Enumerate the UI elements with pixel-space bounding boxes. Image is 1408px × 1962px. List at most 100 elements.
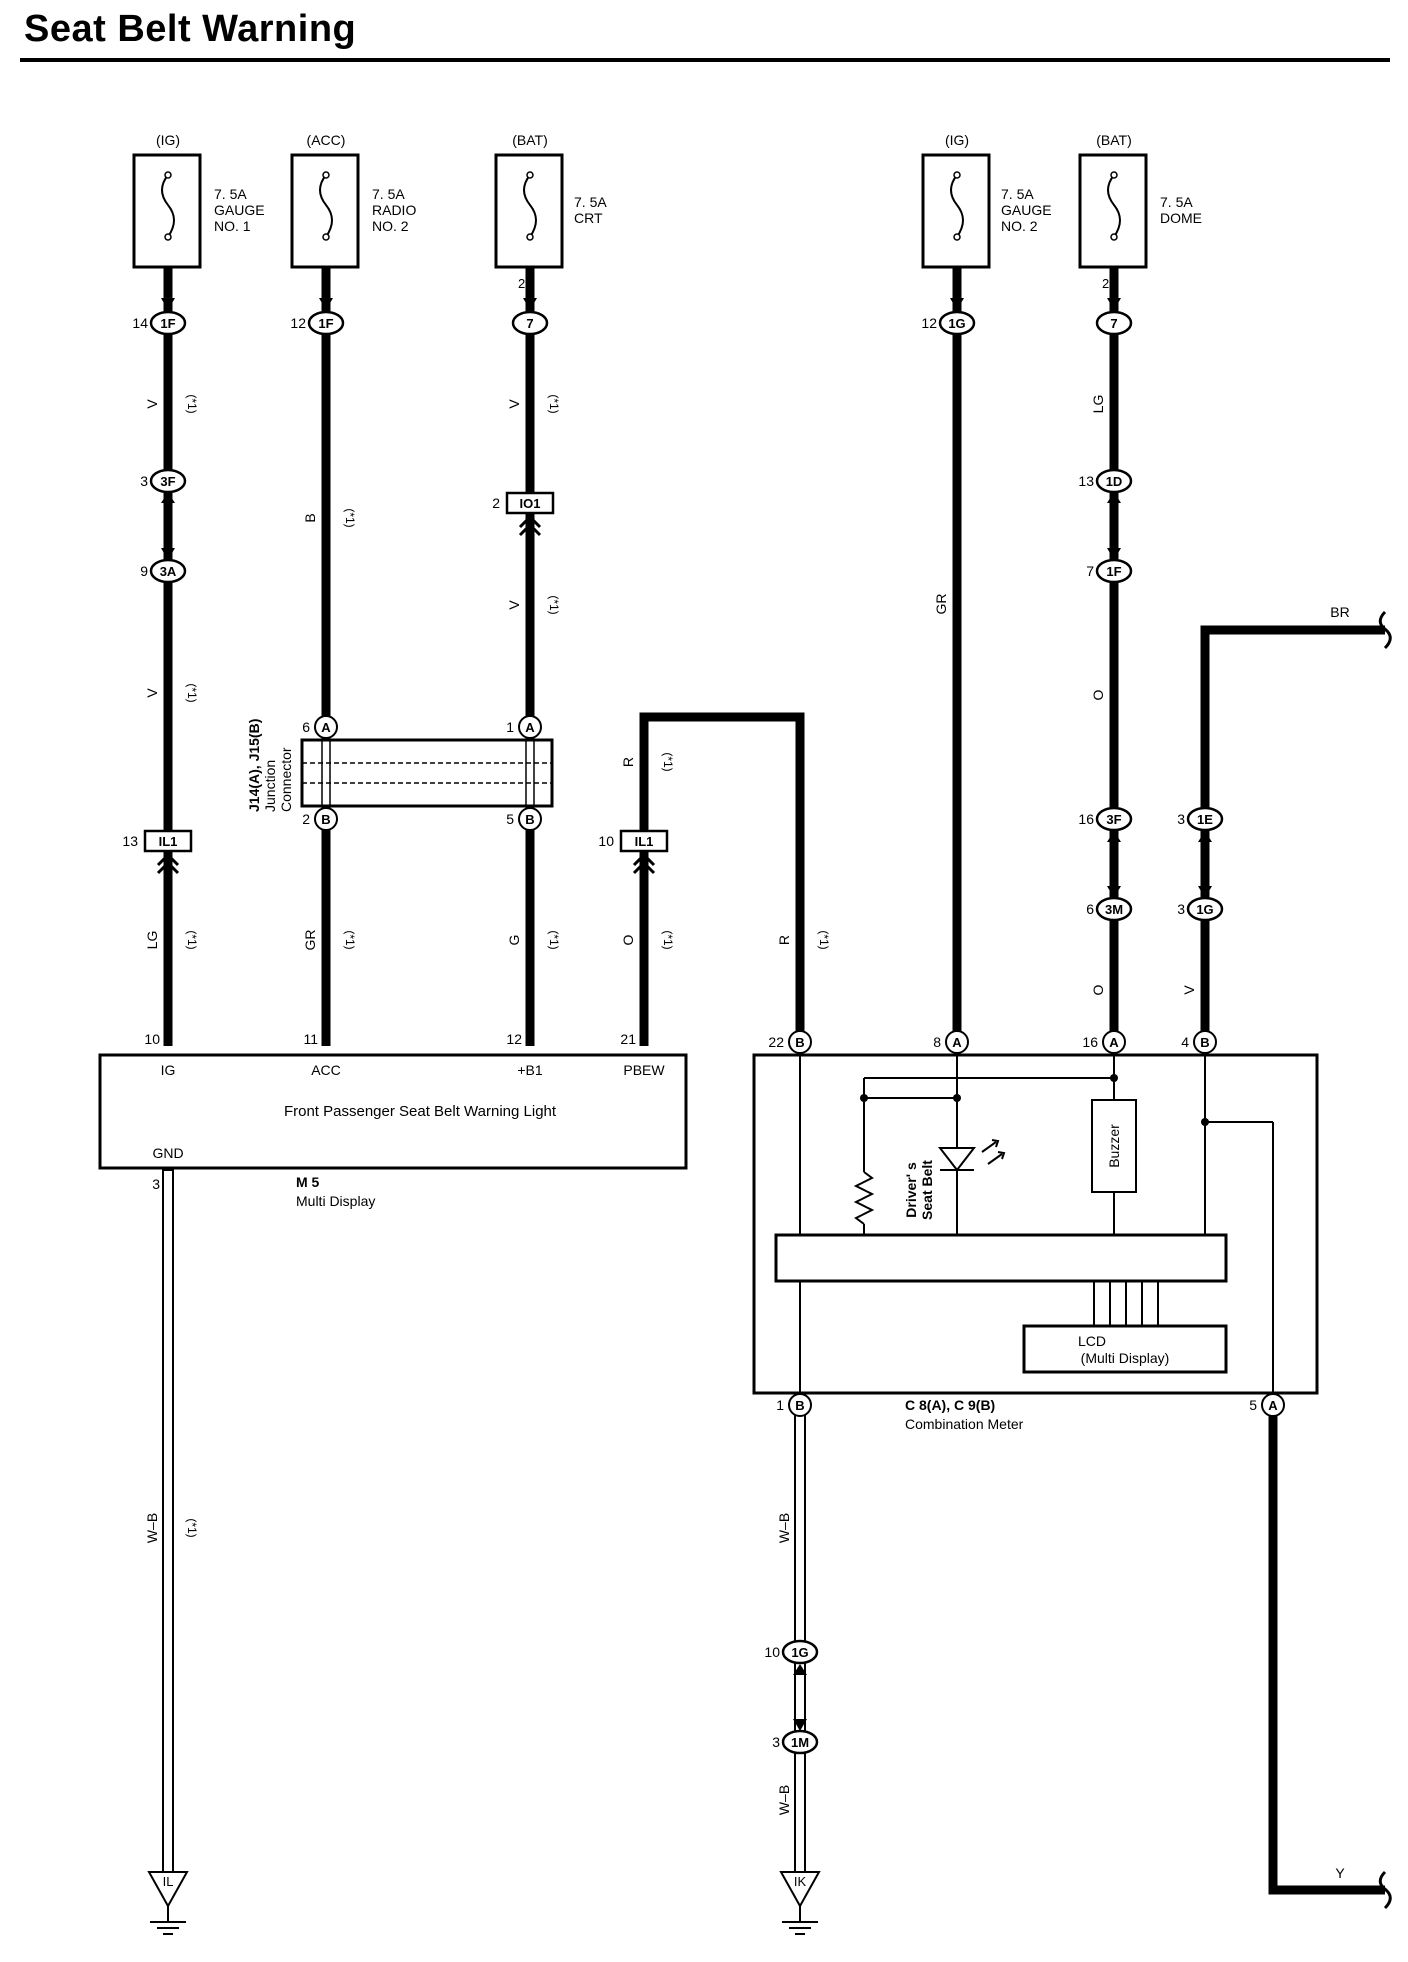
wire-note-6: (*1) bbox=[343, 930, 357, 949]
multi-display-box bbox=[98, 1053, 688, 1170]
title-underline bbox=[20, 58, 1390, 62]
wire-label-w4a: R bbox=[620, 757, 636, 767]
fuse-1-name2: NO. 1 bbox=[214, 218, 251, 234]
wire-label-w2b: GR bbox=[302, 930, 318, 951]
cm-name: Combination Meter bbox=[905, 1416, 1024, 1432]
fuse-3-pin: 2 bbox=[518, 276, 525, 291]
junction-pin-4-num: 5 bbox=[506, 811, 514, 827]
connector-oval-set bbox=[149, 310, 1224, 1755]
fuse-2-name2: NO. 2 bbox=[372, 218, 409, 234]
wire-column-7 bbox=[1200, 610, 1392, 1046]
conn-c8-id: 1D bbox=[1106, 474, 1123, 489]
wire-note-3: (*1) bbox=[185, 930, 199, 949]
fuse-1-name1: GAUGE bbox=[214, 202, 265, 218]
cm-top-4-letter: B bbox=[1200, 1035, 1209, 1050]
junction-pin-2-letter: A bbox=[525, 720, 535, 735]
conn-b1-pin: 2 bbox=[492, 495, 500, 511]
wire-label-w6b: O bbox=[1090, 689, 1106, 700]
combination-meter-terminal-circles bbox=[788, 1030, 1285, 1417]
md-terminal-3-label: +B1 bbox=[517, 1062, 543, 1078]
wire-label-w8b: W–B bbox=[776, 1785, 792, 1815]
fuse-3-rating: 7. 5A bbox=[574, 194, 607, 210]
junction-pin-3-letter: B bbox=[321, 812, 330, 827]
connector-arrows bbox=[161, 298, 1212, 1731]
wire-note-12: (*1) bbox=[817, 930, 831, 949]
wire-note-2: (*1) bbox=[185, 683, 199, 702]
fuse-radio-no2 bbox=[290, 153, 360, 269]
cm-buzzer-label: Buzzer bbox=[1106, 1124, 1122, 1168]
md-terminal-2-label: ACC bbox=[311, 1062, 341, 1078]
cm-led-label-2: Seat Belt bbox=[919, 1160, 935, 1220]
conn-c12-id: 1E bbox=[1197, 812, 1213, 827]
junction-pin-2-num: 1 bbox=[506, 719, 514, 735]
fuse-5-source: (BAT) bbox=[1096, 132, 1132, 148]
fuse-2-name1: RADIO bbox=[372, 202, 416, 218]
fuse-crt bbox=[494, 153, 564, 269]
conn-b3-pin: 10 bbox=[598, 833, 614, 849]
conn-b2-id: IL1 bbox=[159, 834, 178, 849]
conn-c15-id: 1M bbox=[791, 1735, 809, 1750]
ground-wire-multi-display bbox=[162, 1169, 174, 1873]
cm-top-1-letter: B bbox=[795, 1035, 804, 1050]
ground-wire-combination-meter bbox=[794, 1405, 806, 1873]
junction-pin-1-letter: A bbox=[321, 720, 331, 735]
fuse-gauge-no1 bbox=[132, 153, 202, 269]
wire-label-w1d: W–B bbox=[144, 1513, 160, 1543]
cm-top-3-pin: 16 bbox=[1082, 1034, 1098, 1050]
cm-bot-2-pin: 5 bbox=[1249, 1397, 1257, 1413]
fuse-dome bbox=[1078, 153, 1148, 269]
wire-note-9: (*1) bbox=[547, 930, 561, 949]
wire-label-w1a: V bbox=[144, 399, 160, 409]
conn-b3-id: IL1 bbox=[635, 834, 654, 849]
md-code: M 5 bbox=[296, 1174, 320, 1190]
box-connectors bbox=[143, 491, 669, 853]
md-name: Multi Display bbox=[296, 1193, 375, 1209]
cm-led-label-1: Driver' s bbox=[903, 1162, 919, 1218]
conn-c3-pin: 9 bbox=[140, 563, 148, 579]
md-terminal-2-pin: 11 bbox=[303, 1031, 318, 1047]
wire-note-11: (*1) bbox=[661, 930, 675, 949]
md-terminal-4-pin: 21 bbox=[620, 1031, 636, 1047]
conn-c12-pin: 3 bbox=[1177, 811, 1185, 827]
fuse-1-rating: 7. 5A bbox=[214, 186, 247, 202]
fuse-5-name1: DOME bbox=[1160, 210, 1202, 226]
page-title: Seat Belt Warning bbox=[24, 8, 357, 50]
conn-c8-pin: 13 bbox=[1078, 473, 1094, 489]
wire-label-w7top: BR bbox=[1330, 604, 1349, 620]
wire-label-w3b: V bbox=[506, 600, 522, 610]
wire-label-w6c: O bbox=[1090, 984, 1106, 995]
fuse-gauge-no2 bbox=[921, 153, 991, 269]
junction-pin-4-letter: B bbox=[525, 812, 534, 827]
cm-top-4-pin: 4 bbox=[1181, 1034, 1189, 1050]
wire-note-1: (*1) bbox=[185, 394, 199, 413]
junction-pin-circles bbox=[314, 715, 542, 831]
conn-c9-pin: 7 bbox=[1086, 563, 1094, 579]
conn-c7-id: 7 bbox=[1110, 316, 1117, 331]
conn-c1-pin: 14 bbox=[132, 315, 148, 331]
wire-label-w5a: GR bbox=[933, 594, 949, 615]
wire-column-4 bbox=[639, 712, 805, 1046]
junction-pin-1-num: 6 bbox=[302, 719, 310, 735]
cm-lcd-label-1: LCD bbox=[1078, 1333, 1106, 1349]
cm-bot-1-pin: 1 bbox=[776, 1397, 784, 1413]
cm-top-2-pin: 8 bbox=[933, 1034, 941, 1050]
wire-note-5: (*1) bbox=[343, 508, 357, 527]
fuse-5-pin: 2 bbox=[1102, 276, 1109, 291]
cm-bot-2-letter: A bbox=[1268, 1398, 1278, 1413]
fuse-2-source: (ACC) bbox=[307, 132, 346, 148]
cm-lcd-label-2: (Multi Display) bbox=[1081, 1350, 1170, 1366]
conn-b1-id: IO1 bbox=[520, 496, 541, 511]
wire-label-w4b: O bbox=[620, 934, 636, 945]
fuse-3-source: (BAT) bbox=[512, 132, 548, 148]
wire-note-4: (*1) bbox=[185, 1518, 199, 1537]
conn-c13-id: 1G bbox=[1196, 902, 1213, 917]
fuse-4-name2: NO. 2 bbox=[1001, 218, 1038, 234]
md-gnd-pin: 3 bbox=[152, 1176, 160, 1192]
conn-c4-id: 1F bbox=[318, 316, 333, 331]
junction-label-1: J14(A), J15(B) bbox=[246, 719, 262, 812]
junction-connector bbox=[300, 738, 554, 808]
junction-label-3: Connector bbox=[278, 747, 294, 812]
combination-meter-box bbox=[752, 1053, 1319, 1395]
box-connector-chevrons bbox=[156, 514, 656, 875]
combination-meter-junction-dots bbox=[860, 1074, 1209, 1126]
